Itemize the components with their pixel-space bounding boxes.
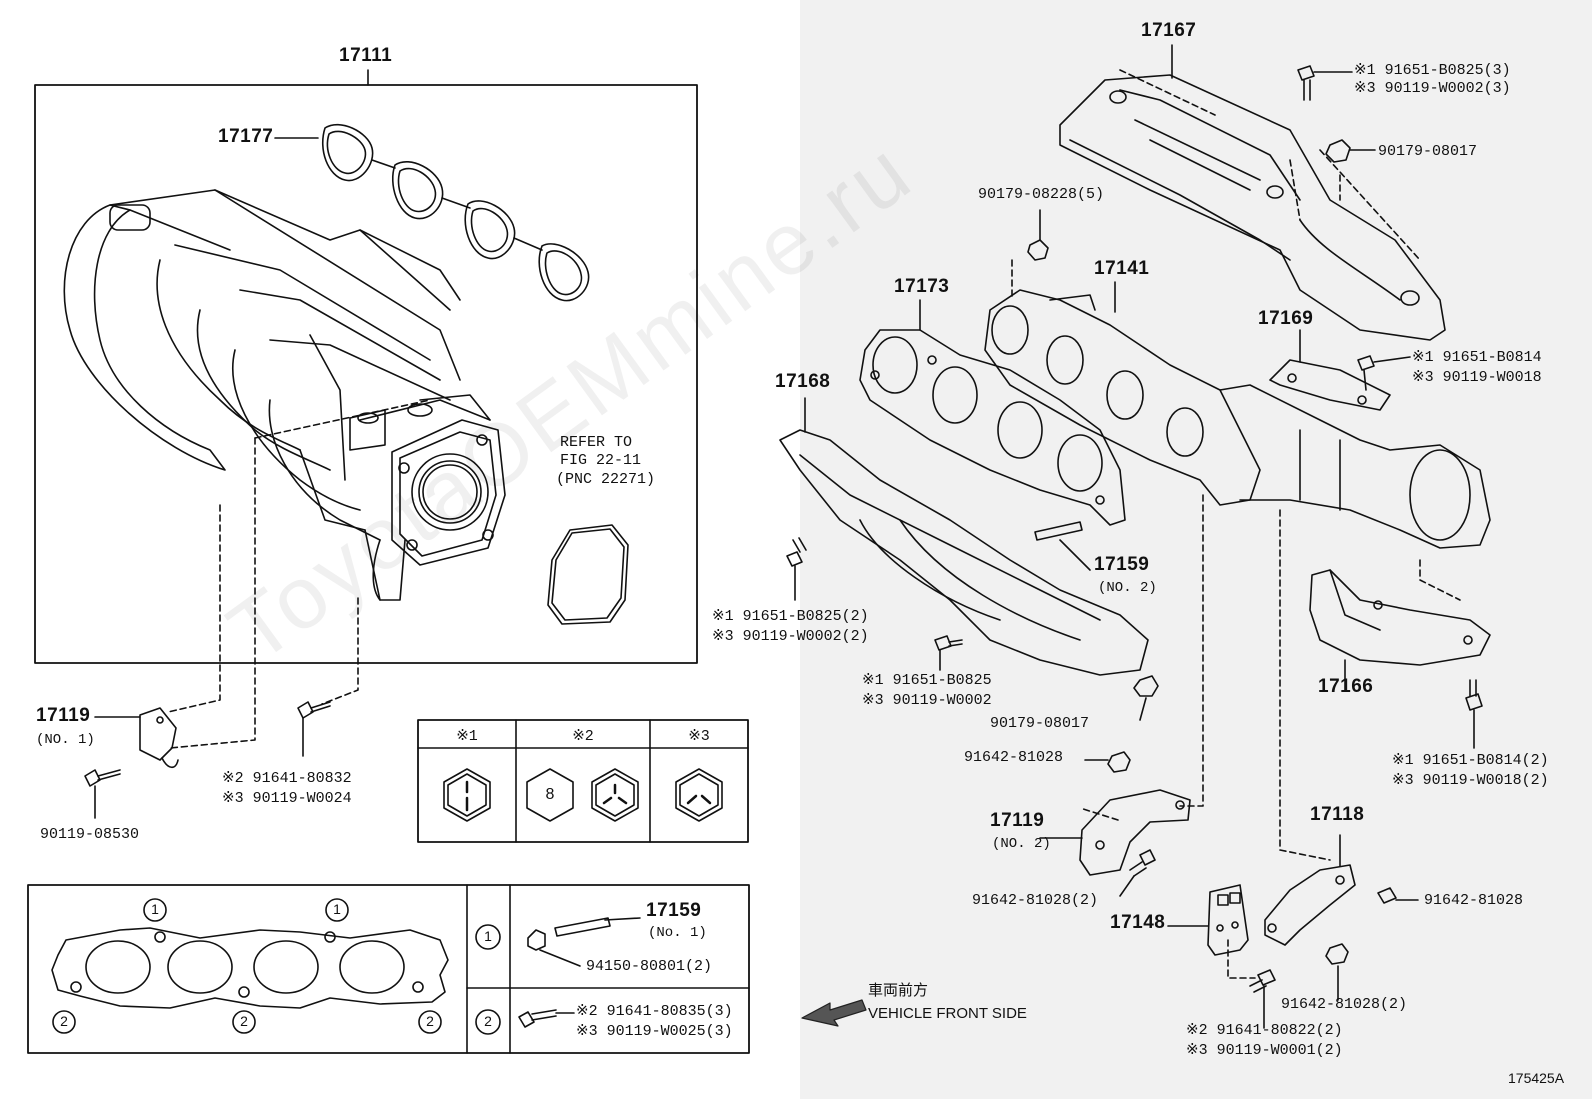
bracket-17169 (1269, 359, 1391, 411)
throttle-body-flange (349, 403, 506, 566)
label-17119-no1-sub: (NO. 1) (36, 732, 95, 748)
label-91641-80822[interactable]: ※2 91641-80822(2) (1186, 1022, 1343, 1039)
label-90119-W0024[interactable]: ※3 90119-W0024 (222, 790, 352, 807)
label-90119-W0018-2[interactable]: ※3 90119-W0018(2) (1392, 772, 1549, 789)
label-17159-no2[interactable]: 17159 (1094, 554, 1150, 575)
heat-insulator-17168 (779, 429, 1149, 676)
mark-1-a: 1 (151, 901, 159, 917)
label-17168[interactable]: 17168 (775, 371, 831, 392)
stud-17159-no2 (1034, 521, 1091, 571)
figure-code: 175425A (1508, 1070, 1565, 1086)
label-17166[interactable]: 17166 (1318, 676, 1374, 697)
label-91651-B0814[interactable]: ※1 91651-B0814 (1412, 349, 1542, 366)
label-17159-no2-sub: (NO. 2) (1098, 580, 1157, 596)
label-refer-line3: (PNC 22271) (556, 471, 656, 488)
legend-header-3: ※3 (688, 728, 710, 745)
mark-2-b: 2 (240, 1013, 248, 1029)
label-17119-no1[interactable]: 17119 (36, 705, 91, 726)
label-90119-W0002[interactable]: ※3 90119-W0002 (862, 692, 992, 709)
label-90119-W0025[interactable]: ※3 90119-W0025(3) (576, 1023, 733, 1040)
bracket-17119-no2 (1079, 789, 1191, 876)
label-90179-08228[interactable]: 90179-08228(5) (978, 186, 1105, 203)
direction-en: VEHICLE FRONT SIDE (868, 1005, 1027, 1022)
label-91642-81028-a[interactable]: 91642-81028 (964, 749, 1064, 766)
legend-nut-size: 8 (545, 786, 555, 803)
label-17177[interactable]: 17177 (218, 126, 274, 147)
label-91642-81028-2b[interactable]: 91642-81028(2) (1281, 996, 1408, 1013)
label-17173[interactable]: 17173 (894, 276, 950, 297)
vehicle-front-arrow-icon (801, 999, 867, 1027)
label-90119-08530[interactable]: 90119-08530 (40, 826, 140, 843)
label-17148[interactable]: 17148 (1110, 912, 1166, 933)
intake-manifold-frame (34, 84, 698, 664)
label-91651-B0814-2[interactable]: ※1 91651-B0814(2) (1392, 752, 1549, 769)
label-17111[interactable]: 17111 (339, 45, 393, 66)
label-refer-line1: REFER TO (560, 434, 633, 451)
label-91641-80832[interactable]: ※2 91641-80832 (222, 770, 352, 787)
mark-1-row: 1 (484, 928, 492, 944)
bracket-17118 (1264, 864, 1356, 946)
bolt-91641-80832 (297, 701, 331, 757)
intake-dashed-leaders (167, 399, 431, 749)
label-91642-81028-2a[interactable]: 91642-81028(2) (972, 892, 1099, 909)
label-90179-08017-mid[interactable]: 90179-08017 (990, 715, 1090, 732)
label-17169[interactable]: 17169 (1258, 308, 1314, 329)
exhaust-manifold-17141 (984, 289, 1491, 549)
bracket-17148 (1207, 884, 1249, 956)
intake-manifold-body (63, 189, 491, 601)
label-17167[interactable]: 17167 (1141, 20, 1197, 41)
label-90119-W0002-3[interactable]: ※3 90119-W0002(3) (1354, 80, 1511, 97)
mark-2-row: 2 (484, 1013, 492, 1029)
label-17159-no1[interactable]: 17159 (646, 900, 702, 921)
heat-insulator-17167 (1059, 74, 1446, 341)
mark-1-b: 1 (333, 901, 341, 917)
label-90119-W0018[interactable]: ※3 90119-W0018 (1412, 369, 1542, 386)
label-91642-81028-b[interactable]: 91642-81028 (1424, 892, 1524, 909)
label-17119-no2[interactable]: 17119 (990, 810, 1045, 831)
label-90179-08017-top[interactable]: 90179-08017 (1378, 143, 1478, 160)
throttle-gasket-ref (547, 524, 629, 625)
label-17118[interactable]: 17118 (1310, 804, 1365, 825)
bolt-90119-08530 (84, 769, 121, 819)
label-17159-no1-sub: (No. 1) (648, 925, 707, 941)
label-90119-W0002-2[interactable]: ※3 90119-W0002(2) (712, 628, 869, 645)
direction-jp: 車両前方 (868, 982, 929, 999)
legend-header-2: ※2 (572, 728, 594, 745)
label-91641-80835[interactable]: ※2 91641-80835(3) (576, 1003, 733, 1020)
bracket-17119-no1 (139, 707, 179, 769)
label-17119-no2-sub: (NO. 2) (992, 836, 1051, 852)
label-refer-line2: FIG 22-11 (560, 452, 642, 469)
right-panel-background (800, 0, 1592, 1099)
exhaust-gasket-17173 (859, 329, 1126, 526)
label-94150-80801[interactable]: 94150-80801(2) (586, 958, 713, 975)
mark-2-c: 2 (426, 1013, 434, 1029)
legend-header-1: ※1 (456, 728, 478, 745)
mark-2-a: 2 (60, 1013, 68, 1029)
fastener-legend-table (417, 719, 749, 843)
label-90119-W0001[interactable]: ※3 90119-W0001(2) (1186, 1042, 1343, 1059)
label-17141[interactable]: 17141 (1094, 258, 1150, 279)
label-91651-B0825[interactable]: ※1 91651-B0825 (862, 672, 992, 689)
heat-insulator-17166 (1309, 569, 1491, 666)
label-91651-B0825-2[interactable]: ※1 91651-B0825(2) (712, 608, 869, 625)
label-91651-B0825-3[interactable]: ※1 91651-B0825(3) (1354, 62, 1511, 79)
intake-gasket-17177 (321, 123, 590, 302)
gasket-detail-table (27, 884, 750, 1054)
